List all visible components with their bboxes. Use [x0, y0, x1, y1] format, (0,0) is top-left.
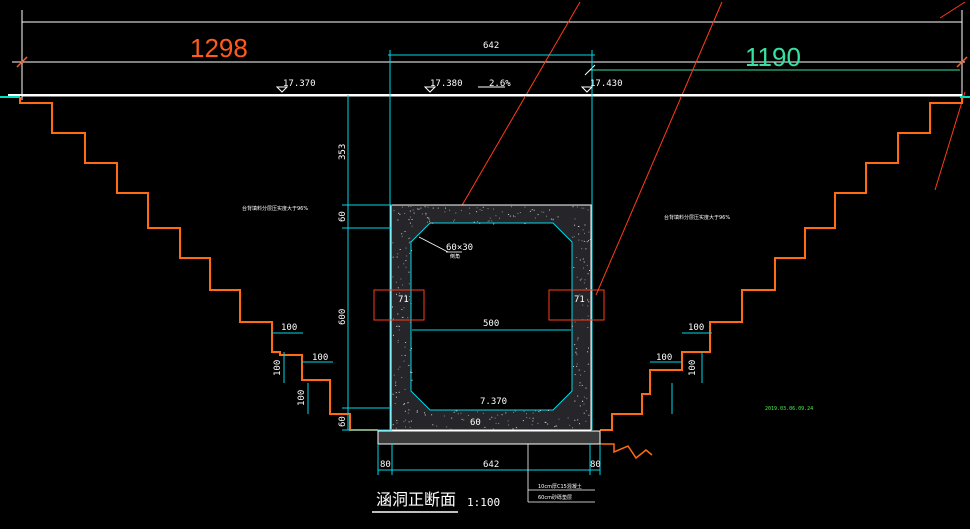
dim-bottom-60-label: 60: [470, 418, 481, 428]
haunch-boxes: [373, 289, 605, 321]
step-right-v-label: 100: [688, 360, 698, 376]
dim-600-label: 600: [338, 309, 348, 325]
dim-1190-label: 1190: [745, 42, 801, 72]
elev-inner-bottom-label: 7.370: [480, 397, 507, 407]
green-stamp-note: 2019.03.06.09.24: [765, 406, 813, 412]
dim-353-label: 353: [338, 144, 348, 160]
left-vertical-dims: [342, 95, 392, 431]
elev-center-right-label: 17.430: [590, 79, 623, 89]
left-step-dims: [272, 332, 333, 414]
step-left-h1-label: 100: [281, 323, 297, 333]
dim-500-label: 500: [483, 319, 499, 329]
dim-bottom-642-label: 642: [483, 460, 499, 470]
haunch-right-label: 71: [574, 295, 585, 305]
dim-bottom-80-right-label: 80: [590, 460, 601, 470]
right-fill-note: 台背填料分层压实度大于96%: [664, 214, 730, 221]
step-left-v1-label: 100: [273, 360, 283, 376]
step-right-h1-label: 100: [688, 323, 704, 333]
elev-left-label: 17.370: [283, 79, 316, 89]
dim-1298-label: 1298: [190, 33, 248, 63]
road-surface: [0, 94, 970, 98]
legend-callout: [527, 444, 595, 503]
dim-top-642-label: 642: [483, 41, 499, 51]
dim-bottom-80-left-label: 80: [380, 460, 391, 470]
haunch-left-label: 71: [398, 295, 409, 305]
dim-60-upper-label: 60: [338, 211, 348, 222]
slope-label: 2.6%: [489, 79, 511, 89]
chamfer-sub-label: 倒角: [450, 253, 460, 260]
chamfer-label: 60×30: [446, 243, 473, 253]
legend-line-2: 60cm砂砾垫层: [538, 494, 572, 501]
culvert-opening: [410, 222, 573, 411]
right-step-dims: [650, 332, 712, 414]
dim-60-lower-label: 60: [338, 416, 348, 427]
drawing-scale: 1:100: [467, 496, 500, 509]
right-span-line: [584, 64, 960, 76]
bottom-dims: [377, 444, 601, 475]
legend-line-1: 10cm厚C15混凝土: [538, 483, 582, 490]
step-left-v2-label: 100: [297, 390, 307, 406]
foundation-cushion: [377, 430, 601, 445]
drawing-title: 涵洞正断面: [376, 490, 456, 509]
left-stepped-embankment: [19, 97, 378, 431]
step-right-h2-label: 100: [656, 353, 672, 363]
elev-center-left-label: 17.380: [430, 79, 463, 89]
left-fill-note: 台背填料分层压实度大于96%: [242, 205, 308, 212]
chamfer-leader: [418, 236, 449, 253]
box-culvert-concrete: [390, 204, 592, 431]
right-stepped-embankment: [600, 97, 963, 431]
top-span-ticks: [16, 56, 968, 68]
right-break-symbol: [600, 443, 653, 460]
step-left-h2-label: 100: [312, 353, 328, 363]
